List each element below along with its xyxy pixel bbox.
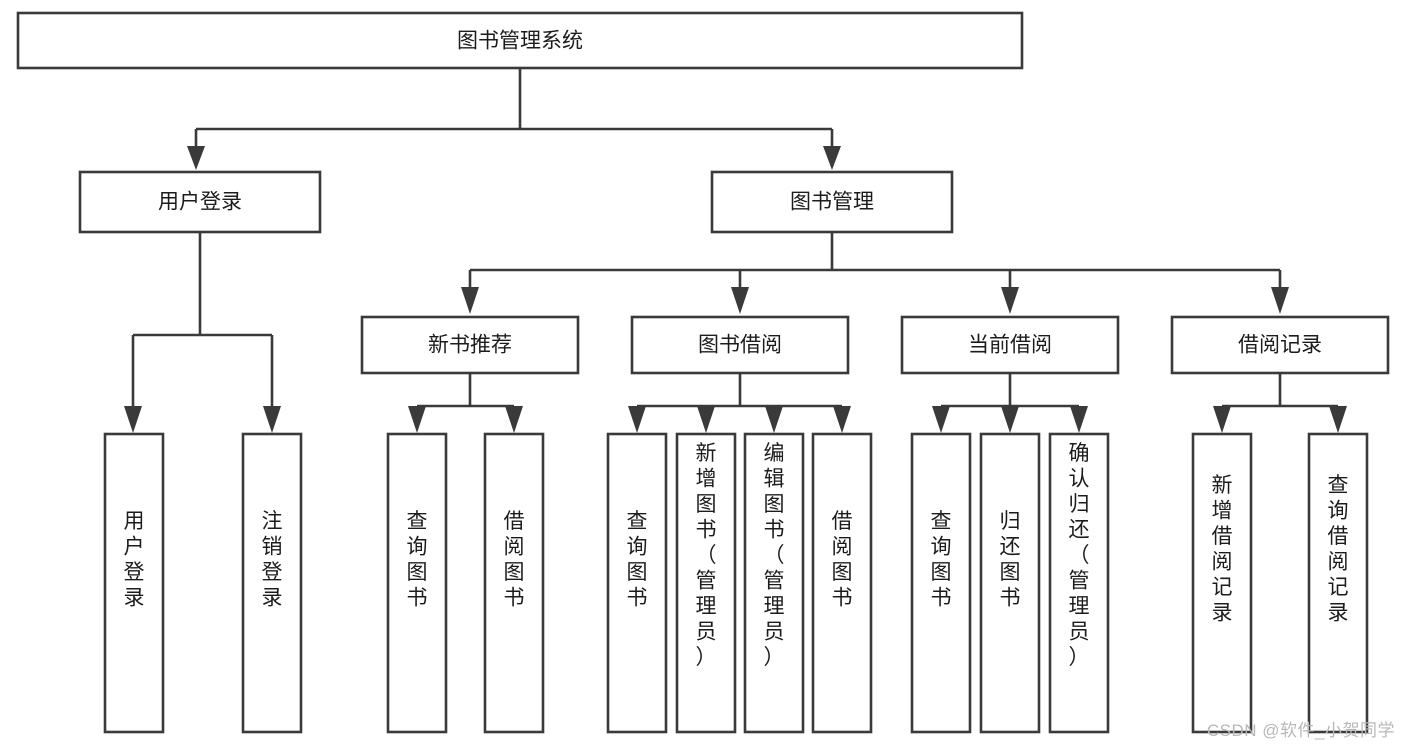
connector-book-borrow-to-leaves xyxy=(628,373,851,433)
leaf-label: 归还图书 xyxy=(1000,510,1021,610)
leaf-label: 借阅图书 xyxy=(832,510,853,610)
leaf-label: 新增图书（管理员） xyxy=(696,442,717,669)
arrow-to-book-borrow xyxy=(731,287,749,314)
user-login-box[interactable] xyxy=(78,170,322,234)
leaf-box[interactable] xyxy=(386,432,448,734)
connector-borrow-record-to-leaves xyxy=(1213,373,1347,433)
leaf-box[interactable] xyxy=(606,432,668,734)
leaf-box[interactable] xyxy=(483,432,545,734)
leaf-box[interactable] xyxy=(1048,432,1110,734)
leaf-add-borrow-record[interactable]: 新增借阅记录 xyxy=(1191,432,1253,734)
arrow-to-leaf-query-book-2 xyxy=(628,406,646,433)
leaf-box[interactable] xyxy=(910,432,972,734)
arrow-to-leaf-user-login xyxy=(124,406,142,433)
leaf-box[interactable] xyxy=(743,432,805,734)
leaf-borrow-book-borrow[interactable]: 借阅图书 xyxy=(811,432,873,734)
leaf-label: 查询图书 xyxy=(931,510,952,610)
leaf-logout-login[interactable]: 注销登录 xyxy=(241,432,303,734)
leaf-edit-book-admin[interactable]: 编辑图书（管理员） xyxy=(743,432,805,734)
node-current-borrow[interactable]: 当前借阅 xyxy=(900,315,1120,375)
arrow-to-new-book-recommend xyxy=(461,287,479,314)
leaf-query-borrow-record[interactable]: 查询借阅记录 xyxy=(1307,432,1369,734)
leaf-query-book-borrow[interactable]: 查询图书 xyxy=(606,432,668,734)
arrow-to-leaf-borrow-book-2 xyxy=(833,406,851,433)
leaf-add-book-admin[interactable]: 新增图书（管理员） xyxy=(675,432,737,734)
leaf-query-book-current[interactable]: 查询图书 xyxy=(910,432,972,734)
leaf-return-book[interactable]: 归还图书 xyxy=(979,432,1041,734)
borrow-record-label: 借阅记录 xyxy=(1238,334,1322,357)
node-book-borrow[interactable]: 图书借阅 xyxy=(630,315,850,375)
user-login-label: 用户登录 xyxy=(158,191,242,214)
leaf-confirm-return-admin[interactable]: 确认归还（管理员） xyxy=(1048,432,1110,734)
arrow-to-leaf-borrow-book-1 xyxy=(505,406,523,433)
leaf-label: 注销登录 xyxy=(262,510,283,610)
connector-user-login-to-leaves xyxy=(124,232,281,433)
leaf-label: 确认归还（管理员） xyxy=(1069,442,1090,669)
leaf-label: 新增借阅记录 xyxy=(1212,474,1233,625)
leaf-borrow-book-recommend[interactable]: 借阅图书 xyxy=(483,432,545,734)
current-borrow-box[interactable] xyxy=(900,315,1120,375)
root-label: 图书管理系统 xyxy=(457,30,583,53)
connector-root-to-level2 xyxy=(187,68,841,170)
arrow-to-user-login xyxy=(187,146,205,170)
leaf-box[interactable] xyxy=(675,432,737,734)
arrow-to-book-manage xyxy=(823,146,841,170)
node-root[interactable]: 图书管理系统 xyxy=(16,11,1024,70)
book-borrow-label: 图书借阅 xyxy=(698,334,782,357)
leaf-label: 编辑图书（管理员） xyxy=(764,442,785,669)
arrow-to-current-borrow xyxy=(1001,287,1019,314)
node-user-login[interactable]: 用户登录 xyxy=(78,170,322,234)
leaf-box[interactable] xyxy=(1191,432,1253,734)
arrow-to-leaf-query-record xyxy=(1329,406,1347,433)
arrow-to-leaf-logout xyxy=(263,406,281,433)
arrow-to-leaf-edit-book xyxy=(765,406,783,433)
arrow-to-leaf-add-book xyxy=(697,406,715,433)
current-borrow-label: 当前借阅 xyxy=(968,334,1052,357)
leaf-query-book-recommend[interactable]: 查询图书 xyxy=(386,432,448,734)
node-borrow-record[interactable]: 借阅记录 xyxy=(1170,315,1390,375)
arrow-to-leaf-return-book xyxy=(1001,406,1019,433)
arrow-to-borrow-record xyxy=(1271,287,1289,314)
leaf-label: 用户登录 xyxy=(124,510,145,610)
new-book-recommend-box[interactable] xyxy=(360,315,580,375)
leaf-box[interactable] xyxy=(811,432,873,734)
book-manage-label: 图书管理 xyxy=(790,191,874,214)
leaf-box[interactable] xyxy=(103,432,165,734)
leaf-label: 查询图书 xyxy=(627,510,648,610)
connector-current-borrow-to-leaves xyxy=(932,373,1088,433)
leaf-box[interactable] xyxy=(241,432,303,734)
new-book-recommend-label: 新书推荐 xyxy=(428,334,512,357)
leaf-user-login[interactable]: 用户登录 xyxy=(103,432,165,734)
arrow-to-leaf-add-record xyxy=(1213,406,1231,433)
arrow-to-leaf-confirm-return xyxy=(1070,406,1088,433)
leaf-box[interactable] xyxy=(979,432,1041,734)
leaf-label: 查询借阅记录 xyxy=(1328,474,1349,625)
node-new-book-recommend[interactable]: 新书推荐 xyxy=(360,315,580,375)
connector-book-manage-to-level3 xyxy=(461,232,1289,314)
arrow-to-leaf-query-book-3 xyxy=(932,406,950,433)
leaf-label: 查询图书 xyxy=(407,510,428,610)
arrow-to-leaf-query-book-1 xyxy=(408,406,426,433)
leaf-box[interactable] xyxy=(1307,432,1369,734)
node-book-manage[interactable]: 图书管理 xyxy=(710,170,954,234)
root-box[interactable] xyxy=(16,11,1024,70)
connector-new-book-recommend-to-leaves xyxy=(408,373,523,433)
leaf-label: 借阅图书 xyxy=(504,510,525,610)
